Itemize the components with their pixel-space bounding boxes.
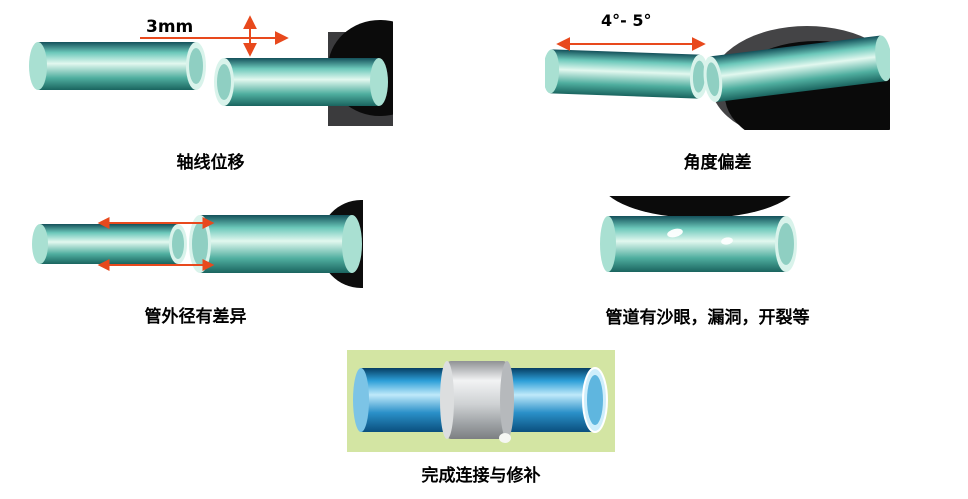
caption-repair: 完成连接与修补: [421, 466, 541, 486]
figure-angle-deviation: 4°- 5° 角度偏差: [545, 8, 890, 173]
caption-defects: 管道有沙眼，漏洞，开裂等: [605, 308, 810, 328]
caption-diameter: 管外径有差异: [144, 307, 247, 327]
figure-diameter-difference: 管外径有差异: [28, 198, 363, 327]
pipe-right: [703, 35, 890, 103]
displacement-dimension-lines: [140, 15, 289, 57]
angle-illustration: 4°- 5°: [545, 11, 890, 130]
axial-annotation: 3mm: [146, 17, 193, 37]
pipe-small: [32, 224, 187, 264]
caption-angle: 角度偏差: [683, 153, 752, 173]
caption-axial: 轴线位移: [176, 153, 245, 173]
pipe-left: [545, 49, 708, 99]
pipe-left: [29, 42, 206, 90]
sleeve-drip: [499, 433, 511, 443]
machine-black-drum: [609, 196, 791, 218]
diameter-dimension-lines: [97, 217, 215, 271]
pipe-right: [214, 58, 388, 106]
figure-pipe-defects: 管道有沙眼，漏洞，开裂等: [600, 196, 815, 328]
repair-sleeve: [440, 361, 514, 443]
sand-hole-defects: [667, 228, 733, 245]
angle-annotation: 4°- 5°: [601, 11, 651, 30]
pipe-body: [600, 216, 797, 272]
repair-illustration: [347, 350, 615, 452]
pipe-large: [189, 215, 362, 273]
figure-completed-repair: 完成连接与修补: [347, 350, 615, 486]
figure-axial-displacement: 3mm 轴线位移: [28, 8, 393, 173]
defects-illustration: [600, 196, 797, 272]
axial-illustration: 3mm: [29, 15, 393, 126]
diameter-illustration: [32, 200, 363, 288]
